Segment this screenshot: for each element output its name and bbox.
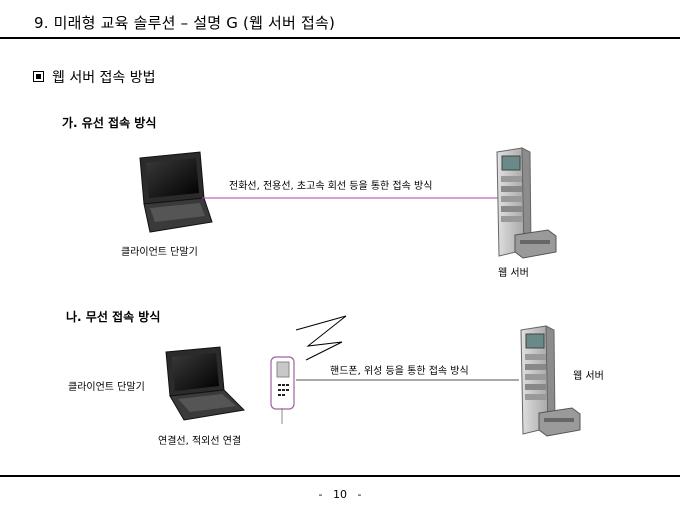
phone-icon	[270, 356, 295, 410]
wireless-connect-label: 연결선, 적외선 연결	[158, 436, 242, 447]
section-title: 웹 서버 접속 방법	[33, 67, 156, 87]
laptop-icon	[139, 151, 213, 233]
wired-server-label: 웹 서버	[498, 268, 529, 279]
server-rack-icon	[520, 325, 581, 437]
page-title: 9. 미래형 교육 솔루션 – 설명 G (웹 서버 접속)	[34, 14, 336, 32]
wired-line-label: 전화선, 전용선, 초고속 회선 등을 통한 접속 방식	[229, 181, 433, 192]
square-bullet-icon	[33, 71, 44, 82]
wireless-line-label: 핸드폰, 위성 등을 통한 접속 방식	[330, 366, 469, 377]
wireless-heading: 나. 무선 접속 방식	[66, 310, 161, 324]
laptop-icon	[165, 346, 246, 421]
wired-client-label: 클라이언트 단말기	[121, 247, 198, 258]
page-number: - 10 -	[318, 488, 362, 501]
header-divider	[0, 37, 680, 39]
wireless-client-label: 클라이언트 단말기	[68, 382, 145, 393]
section-title-text: 웹 서버 접속 방법	[52, 70, 156, 86]
wired-heading: 가. 유선 접속 방식	[62, 116, 157, 130]
signal-icon	[295, 315, 347, 361]
server-rack-icon	[496, 147, 557, 259]
wireless-server-label: 웹 서버	[573, 371, 604, 382]
footer-divider	[0, 475, 680, 477]
